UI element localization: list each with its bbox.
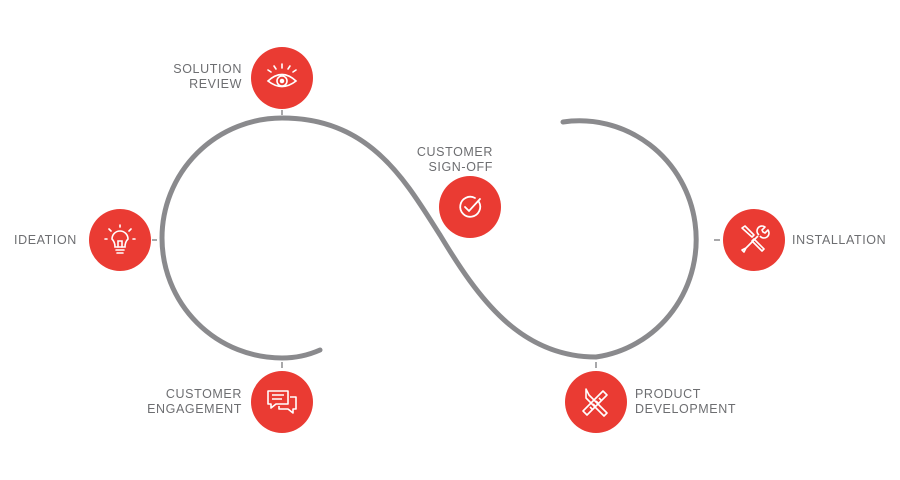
- check-circle-icon: [459, 195, 482, 218]
- tools-icon: [741, 225, 770, 253]
- product-development-node: [565, 371, 627, 433]
- chat-bubbles-icon: [267, 390, 297, 414]
- connector-ticks: [152, 110, 720, 368]
- ideation-node: [89, 209, 151, 271]
- solution-review-node: [251, 47, 313, 109]
- customer-engagement-node: [251, 371, 313, 433]
- installation-label: INSTALLATION: [792, 233, 887, 247]
- pencil-ruler-icon: [582, 388, 608, 417]
- eye-icon: [266, 63, 298, 88]
- ideation-label: IDEATION: [14, 233, 77, 247]
- lightbulb-icon: [104, 224, 136, 254]
- installation-node: [723, 209, 785, 271]
- customer-sign-off-node: [439, 176, 501, 238]
